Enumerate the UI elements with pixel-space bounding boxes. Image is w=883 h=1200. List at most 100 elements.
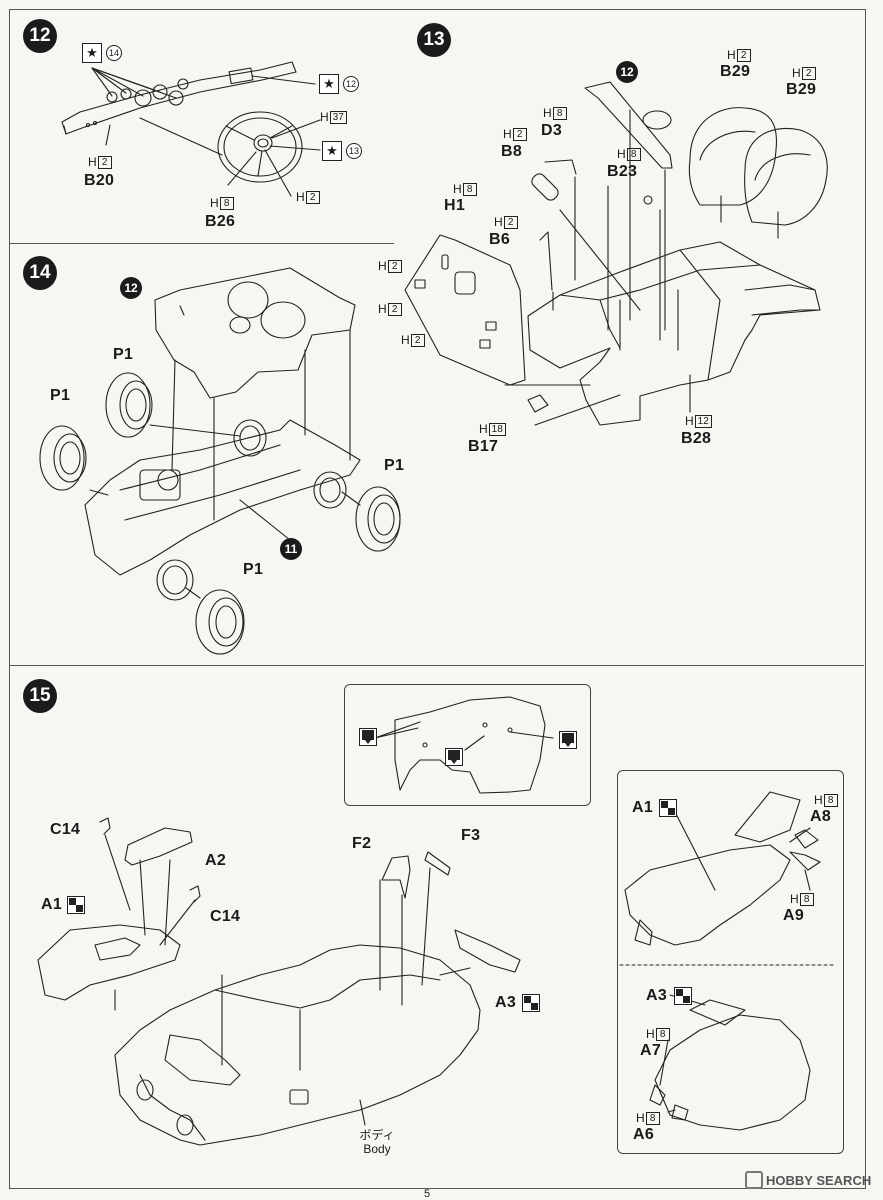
part-code: A3: [495, 994, 517, 1011]
checker-flag-icon: [522, 994, 540, 1012]
page-number: 5: [424, 1188, 431, 1200]
drill-hole-icon: [359, 728, 377, 746]
part-code: A3: [646, 987, 668, 1004]
qty-box: 37: [329, 110, 347, 124]
qty-box: 2: [410, 333, 425, 347]
part-code: A9: [783, 907, 805, 924]
wheel-front-left: [156, 559, 194, 601]
part-code: A8: [810, 808, 832, 825]
qty-box: 2: [387, 259, 402, 273]
step-number-14: 14: [23, 256, 57, 290]
side-inset-bottom-drawing: [619, 964, 836, 1131]
part-code: A1: [632, 799, 654, 816]
step-number-13: 13: [417, 23, 451, 57]
checker-flag-icon: [659, 799, 677, 817]
qty-box: 2: [512, 127, 527, 141]
car-body-drawing: [37, 817, 521, 1146]
step-reference-11: 11: [280, 538, 302, 560]
qty-box: 2: [97, 155, 112, 169]
detail-inset-underside: [344, 684, 591, 806]
side-inset-top-drawing: [624, 791, 821, 946]
qty-box: 8: [823, 793, 838, 807]
qty-prefix: H: [401, 333, 410, 347]
part-code: H1: [444, 197, 466, 214]
star-icon: ★: [82, 43, 102, 63]
qty-prefix: H: [296, 190, 305, 204]
steering-wheel-drawing: [139, 111, 321, 197]
qty-box: 8: [626, 147, 641, 161]
qty-prefix: H: [792, 66, 801, 80]
drill-hole-icon: [559, 731, 577, 749]
part-code: A6: [633, 1126, 655, 1143]
qty-box: 2: [305, 190, 320, 204]
inset-top-drawing: [374, 696, 554, 794]
detail-inset-side: [617, 770, 844, 1154]
qty-prefix: H: [378, 302, 387, 316]
wheel-rear-right: [313, 471, 347, 509]
part-code: B29: [786, 81, 817, 98]
qty-prefix: H: [636, 1111, 645, 1125]
watermark-logo-icon: [745, 1171, 763, 1189]
wheel-front-right: [233, 419, 267, 457]
qty-box: 8: [462, 182, 477, 196]
part-code: A1: [41, 896, 63, 913]
callout-number: 14: [106, 45, 122, 61]
step13-drawing: [404, 81, 828, 426]
part-code: C14: [50, 821, 81, 838]
qty-box: 2: [503, 215, 518, 229]
step14-drawing: [39, 267, 401, 655]
step-number-15: 15: [23, 679, 57, 713]
qty-box: 8: [552, 106, 567, 120]
divider-step12: [9, 243, 394, 244]
part-code: B26: [205, 213, 236, 230]
qty-box: 2: [801, 66, 816, 80]
part-code: D3: [541, 122, 563, 139]
part-code: B8: [501, 143, 523, 160]
part-code: A2: [205, 852, 227, 869]
part-code: A7: [640, 1042, 662, 1059]
step-reference-12: 12: [120, 277, 142, 299]
qty-prefix: H: [88, 155, 97, 169]
qty-box: 8: [799, 892, 814, 906]
part-code: B28: [681, 430, 712, 447]
callout-number: 12: [343, 76, 359, 92]
step-number-12: 12: [23, 19, 57, 53]
qty-box: 8: [219, 196, 234, 210]
qty-box: 8: [655, 1027, 670, 1041]
watermark: HOBBY SEARCH: [745, 1171, 871, 1189]
body-label: ボディ Body: [352, 1128, 402, 1156]
star-icon: ★: [319, 74, 339, 94]
qty-box: 18: [488, 422, 506, 436]
qty-prefix: H: [453, 182, 462, 196]
watermark-text: HOBBY SEARCH: [766, 1172, 872, 1188]
qty-prefix: H: [494, 215, 503, 229]
qty-box: 8: [645, 1111, 660, 1125]
qty-prefix: H: [617, 147, 626, 161]
qty-prefix: H: [503, 127, 512, 141]
part-code: B17: [468, 438, 499, 455]
part-code: B29: [720, 63, 751, 80]
star-icon: ★: [322, 141, 342, 161]
part-code: B20: [84, 172, 115, 189]
qty-prefix: H: [320, 110, 329, 124]
part-code: B6: [489, 231, 511, 248]
part-code: P1: [113, 346, 134, 363]
page-frame: [9, 9, 866, 1189]
